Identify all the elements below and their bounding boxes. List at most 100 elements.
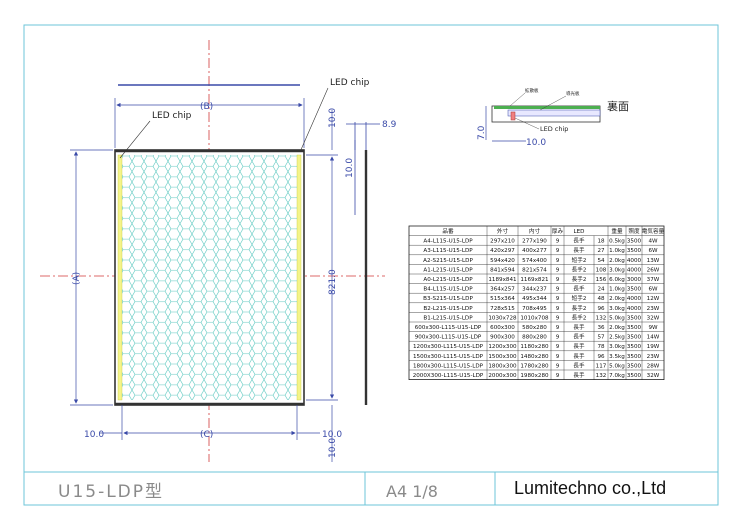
table-cell: 19W xyxy=(647,344,660,350)
table-cell: 594x420 xyxy=(490,258,515,264)
table-cell: 78 xyxy=(597,344,605,350)
table-cell: 3500 xyxy=(627,335,642,341)
section-led-leader xyxy=(514,117,540,130)
table-cell: 長手2 xyxy=(572,275,587,283)
table-cell: 長手 xyxy=(573,323,585,331)
table-cell: 13W xyxy=(647,258,660,264)
table-cell: 2.5kg xyxy=(609,335,625,341)
table-cell: 1480x280 xyxy=(520,354,549,360)
section-guide xyxy=(507,109,601,117)
table-cell: 580x280 xyxy=(522,325,547,331)
table-cell: 3500 xyxy=(627,363,642,369)
table-cell: A0-L215-U15-LDP xyxy=(423,277,473,283)
table-cell: 3.5kg xyxy=(609,354,625,360)
table-cell: 4000 xyxy=(627,296,642,302)
led-chip-label-left: LED chip xyxy=(152,111,192,121)
table-cell: 9 xyxy=(556,248,560,254)
section-label-a: 拡散板 xyxy=(525,87,539,94)
table-cell: 9 xyxy=(556,315,560,321)
table-cell: 長手 xyxy=(573,361,585,369)
table-cell: 長手2 xyxy=(572,313,587,321)
table-cell: 574x400 xyxy=(522,258,547,264)
table-cell: 27 xyxy=(597,248,605,254)
table-cell: 24 xyxy=(597,287,605,293)
table-cell: 長手2 xyxy=(572,304,587,312)
table-cell: 1800x300 xyxy=(488,363,517,369)
table-cell: 14W xyxy=(647,335,660,341)
table-cell: 5.0kg xyxy=(609,363,625,369)
section-label-b: 導光板 xyxy=(566,90,580,97)
table-cell: 841x594 xyxy=(490,267,515,273)
table-cell: 9 xyxy=(556,239,560,245)
table-cell: 18 xyxy=(597,239,605,245)
table-header-cell: 重量 xyxy=(611,227,623,235)
back-side-label: 裏面 xyxy=(607,99,629,113)
section-leader-a xyxy=(509,92,526,107)
table-cell: 9 xyxy=(556,287,560,293)
light-guide-hex-area xyxy=(122,155,297,400)
table-cell: 26W xyxy=(647,267,660,273)
dim-a: (A) xyxy=(72,272,82,285)
table-header-cell: 品番 xyxy=(442,228,454,235)
table-cell: 5.0kg xyxy=(609,315,625,321)
table-cell: 3500 xyxy=(627,239,642,245)
table-cell: 9 xyxy=(556,344,560,350)
led-strip-left xyxy=(117,154,123,401)
table-cell: 2000x300 xyxy=(488,373,517,379)
table-cell: 1180x280 xyxy=(520,344,549,350)
table-cell: 1.0kg xyxy=(609,287,625,293)
table-cell: 9 xyxy=(556,306,560,312)
table-cell: 600x300 xyxy=(490,325,515,331)
sheet-number: A4 1/8 xyxy=(386,482,438,501)
table-cell: 1010x708 xyxy=(520,315,549,321)
table-cell: 9 xyxy=(556,354,560,360)
table-cell: 400x277 xyxy=(522,248,547,254)
table-cell: A1-L215-U15-LDP xyxy=(423,267,473,273)
led-chip-leader-top xyxy=(299,87,329,153)
table-cell: 3500 xyxy=(627,315,642,321)
panel-front-view xyxy=(114,149,305,406)
table-cell: 132 xyxy=(596,315,607,321)
table-cell: 2.0kg xyxy=(609,325,625,331)
table-cell: 1800x300-L115-U15-LDP xyxy=(413,363,484,369)
table-cell: 2.0kg xyxy=(609,296,625,302)
table-cell: 96 xyxy=(597,306,605,312)
table-cell: 6W xyxy=(648,248,658,254)
table-cell: 344x237 xyxy=(522,287,547,293)
table-cell: 600x300-L115-U15-LDP xyxy=(415,325,482,331)
table-cell: 297x210 xyxy=(490,239,515,245)
table-cell: 6.0kg xyxy=(609,277,625,283)
table-cell: 728x515 xyxy=(490,306,515,312)
table-cell: 3.0kg xyxy=(609,267,625,273)
dim-10-top: 10.0 xyxy=(328,108,338,128)
table-cell: 3500 xyxy=(627,325,642,331)
company-name: Lumitechno co.,Ltd xyxy=(514,478,666,498)
table-cell: 9 xyxy=(556,363,560,369)
table-cell: 277x190 xyxy=(522,239,547,245)
table-cell: 23W xyxy=(647,354,660,360)
dim-c: (C) xyxy=(200,430,213,440)
table-cell: 1189x841 xyxy=(488,277,517,283)
table-cell: 1500x300-L115-U15-LDP xyxy=(413,354,484,360)
dim-10-section: 10.0 xyxy=(526,138,546,148)
table-cell: 900x300-L115-U15-LDP xyxy=(415,335,482,341)
table-cell: 156 xyxy=(596,277,607,283)
table-cell: 3000 xyxy=(627,277,642,283)
table-cell: A3-L115-U15-LDP xyxy=(423,248,473,254)
dim-8-9: 8.9 xyxy=(382,120,397,130)
table-cell: 長手 xyxy=(573,333,585,341)
table-cell: 900x300 xyxy=(490,335,515,341)
table-cell: 9W xyxy=(648,325,658,331)
table-cell: 9 xyxy=(556,296,560,302)
table-cell: 708x495 xyxy=(522,306,547,312)
table-cell: 9 xyxy=(556,258,560,264)
table-cell: 1780x280 xyxy=(520,363,549,369)
table-cell: 長手2 xyxy=(572,265,587,273)
table-cell: 28W xyxy=(647,363,660,369)
table-cell: 1200x300 xyxy=(488,344,517,350)
table-cell: 4000 xyxy=(627,306,642,312)
table-cell: 48 xyxy=(597,296,605,302)
section-led xyxy=(510,111,516,121)
table-cell: 3500 xyxy=(627,373,642,379)
